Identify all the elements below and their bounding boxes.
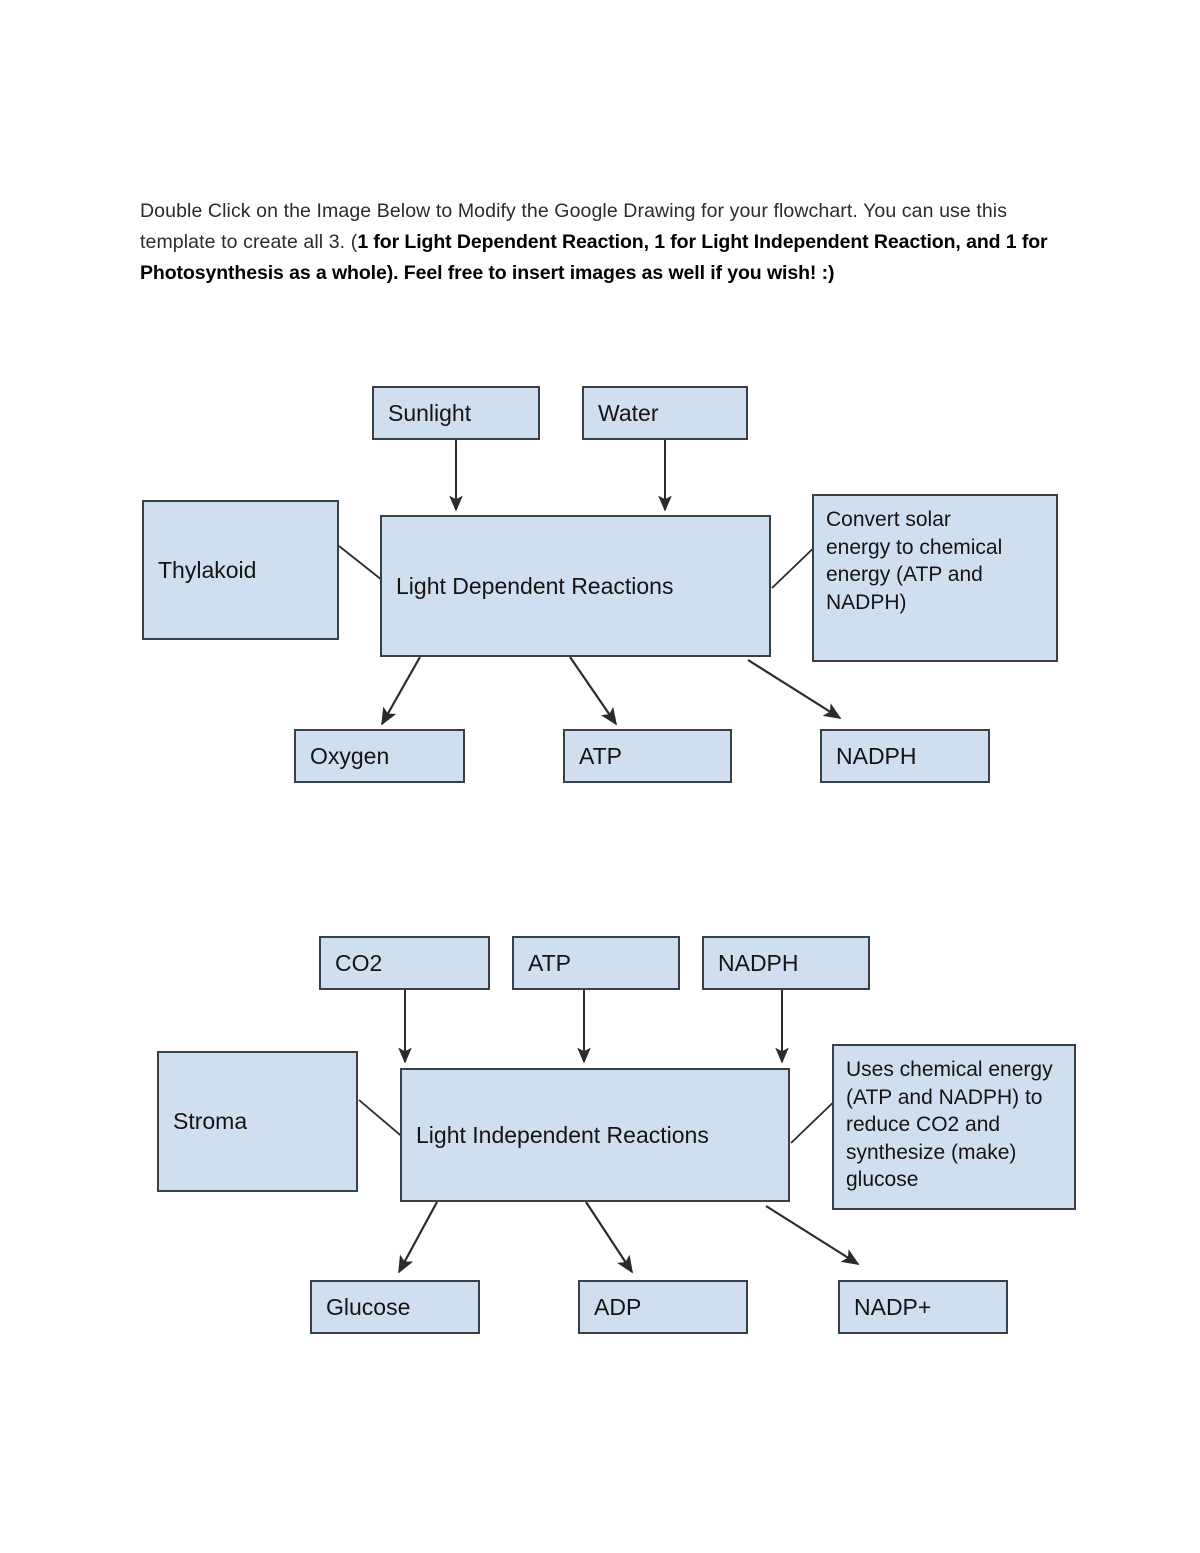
node-atp-output-label: ATP: [579, 742, 623, 769]
node-stroma[interactable]: Stroma: [157, 1051, 358, 1192]
node-atp-input-label: ATP: [528, 949, 572, 976]
node-light-dependent-reactions-label: Light Dependent Reactions: [396, 572, 674, 599]
node-nadph-output[interactable]: NADPH: [820, 729, 990, 783]
flowchart-light-independent[interactable]: CO2 ATP NADPH Stroma Light Independent R…: [0, 910, 1200, 1360]
node-nadph-input[interactable]: NADPH: [702, 936, 870, 990]
node-light-independent-description-label: Uses chemical energy (ATP and NADPH) to …: [846, 1058, 1053, 1191]
node-atp-output[interactable]: ATP: [563, 729, 732, 783]
node-co2-label: CO2: [335, 949, 383, 976]
node-nadp-plus[interactable]: NADP+: [838, 1280, 1008, 1334]
node-atp-input[interactable]: ATP: [512, 936, 680, 990]
node-sunlight[interactable]: Sunlight: [372, 386, 540, 440]
flowchart-light-dependent[interactable]: Sunlight Water Thylakoid Light Dependent…: [0, 360, 1200, 800]
node-water[interactable]: Water: [582, 386, 748, 440]
edge-center-to-atp: [569, 656, 617, 726]
node-nadph-output-label: NADPH: [836, 742, 917, 769]
edge-center-to-nadp-plus: [765, 1205, 860, 1265]
intro-plain-text: Double Click on the Image Below to Modif…: [140, 200, 1008, 253]
flowchart-light-dependent-edges: [338, 440, 842, 726]
node-light-independent-description[interactable]: Uses chemical energy (ATP and NADPH) to …: [832, 1044, 1076, 1210]
node-sunlight-label: Sunlight: [388, 399, 472, 426]
node-light-independent-reactions-label: Light Independent Reactions: [416, 1121, 709, 1148]
node-nadph-input-label: NADPH: [718, 949, 799, 976]
node-adp-label: ADP: [594, 1293, 642, 1320]
node-oxygen[interactable]: Oxygen: [294, 729, 465, 783]
node-glucose[interactable]: Glucose: [310, 1280, 480, 1334]
intro-bold-text: 1 for Light Dependent Reaction, 1 for Li…: [140, 231, 1048, 284]
node-nadp-plus-label: NADP+: [854, 1293, 932, 1320]
node-glucose-label: Glucose: [326, 1293, 411, 1320]
node-thylakoid-label: Thylakoid: [158, 556, 257, 583]
node-thylakoid[interactable]: Thylakoid: [142, 500, 339, 640]
node-light-dependent-reactions[interactable]: Light Dependent Reactions: [380, 515, 771, 657]
node-oxygen-label: Oxygen: [310, 742, 390, 769]
node-adp[interactable]: ADP: [578, 1280, 748, 1334]
edge-center-to-glucose: [398, 1201, 438, 1274]
node-stroma-label: Stroma: [173, 1108, 248, 1134]
edge-center-to-adp: [585, 1201, 633, 1274]
node-light-dependent-description-label: Convert solar energy to chemical energy …: [826, 508, 1003, 614]
node-water-label: Water: [598, 399, 659, 426]
node-light-dependent-description[interactable]: Convert solar energy to chemical energy …: [812, 494, 1058, 662]
node-light-independent-reactions[interactable]: Light Independent Reactions: [400, 1068, 790, 1202]
intro-paragraph: Double Click on the Image Below to Modif…: [140, 196, 1060, 289]
edge-center-to-nadph: [747, 659, 842, 719]
node-co2[interactable]: CO2: [319, 936, 490, 990]
edge-center-to-oxygen: [381, 656, 421, 726]
